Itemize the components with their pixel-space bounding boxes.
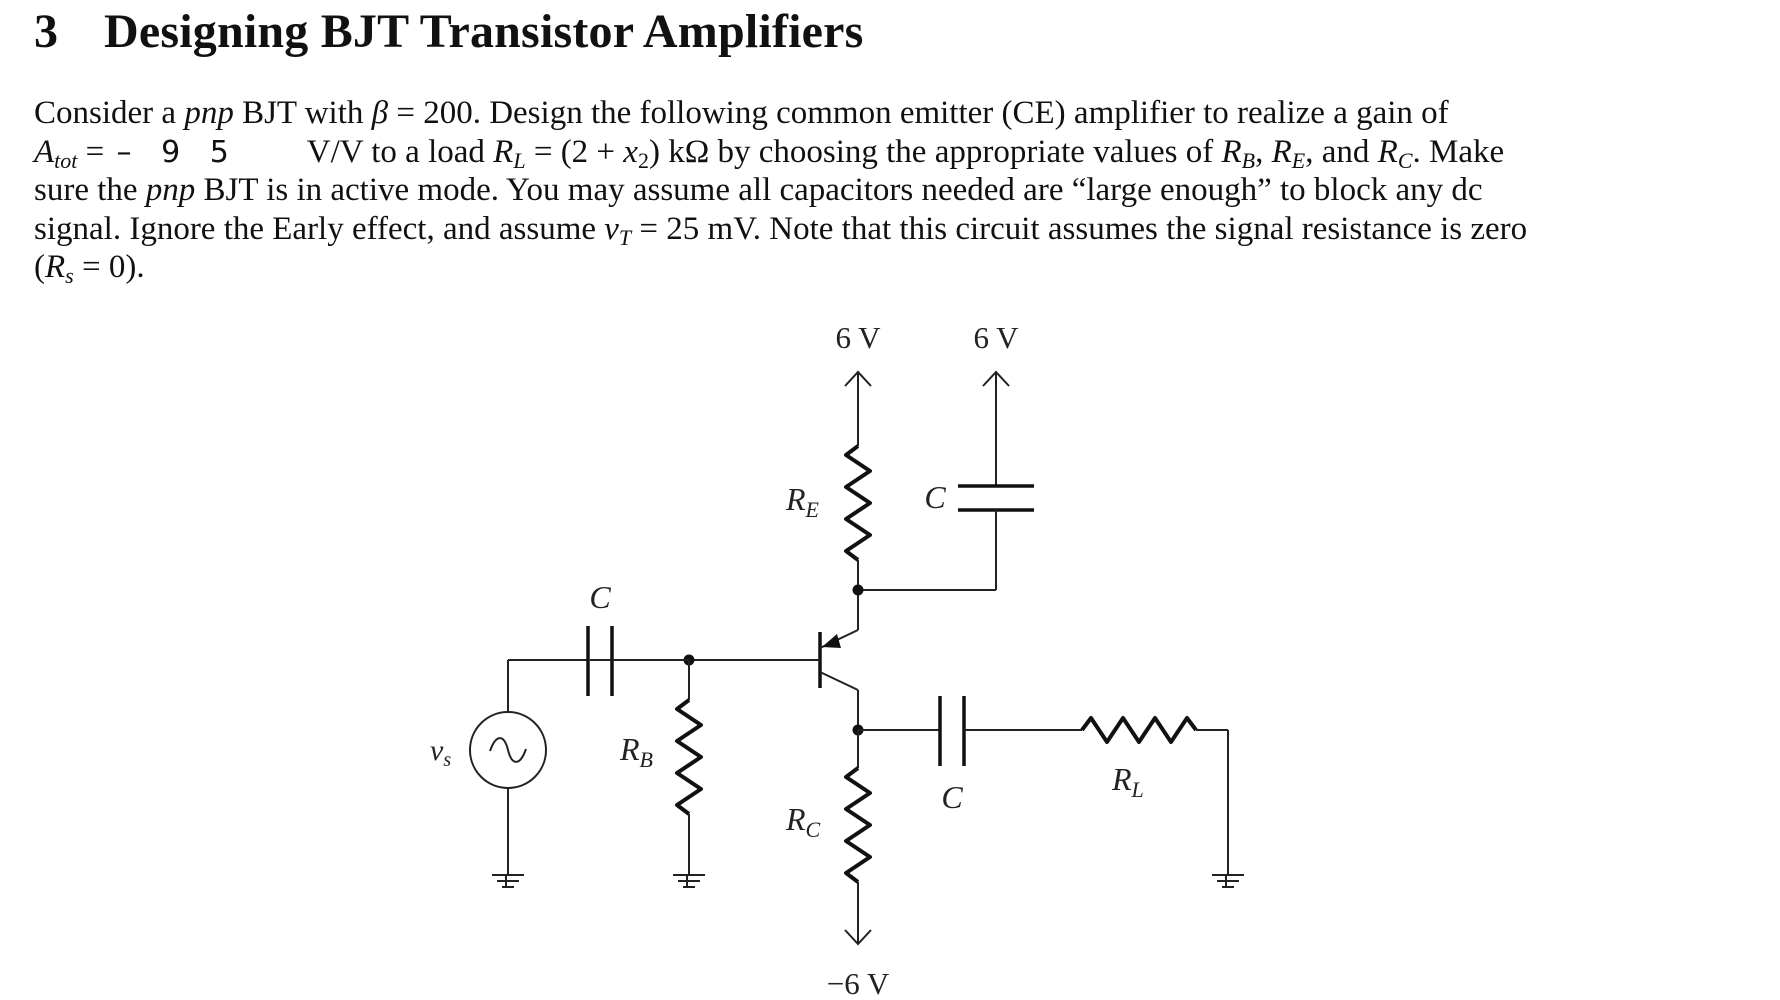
negative-supply-arrow xyxy=(844,929,872,946)
text: BJT is in active mode. You may assume al… xyxy=(195,172,1483,208)
input-capacitor-label: C xyxy=(589,579,611,615)
text: , and xyxy=(1305,133,1378,170)
text: = 25 mV. Note that this circuit assumes … xyxy=(631,210,1528,247)
emitter-supply-label: 6 V xyxy=(835,320,881,355)
transistor-collector-lead xyxy=(819,671,859,691)
re-subscript: E xyxy=(1291,147,1306,173)
problem-line-3: sure the pnp BJT is in active mode. You … xyxy=(34,171,1754,210)
pnp-term: pnp xyxy=(145,172,196,208)
section-heading: 3 Designing BJT Transistor Amplifiers xyxy=(34,4,864,59)
vs-label: vs xyxy=(430,734,451,771)
sine-wave-icon xyxy=(489,737,527,763)
section-title: Designing BJT Transistor Amplifiers xyxy=(104,5,864,58)
text: = xyxy=(77,133,113,170)
re-symbol: R xyxy=(1271,133,1292,170)
vt-symbol: v xyxy=(604,210,619,247)
text: . Make xyxy=(1412,133,1505,170)
x-symbol: x xyxy=(623,133,638,170)
text: = (2 + xyxy=(525,133,624,170)
ground-icon xyxy=(1212,874,1244,888)
cap-supply-label: 6 V xyxy=(973,320,1019,355)
text: ( xyxy=(34,249,45,285)
emitter-resistor-re xyxy=(844,444,872,562)
ground-icon xyxy=(492,874,524,888)
problem-statement: Consider a pnp BJT with β = 200. Design … xyxy=(34,94,1754,288)
rl-subscript: L xyxy=(513,147,526,173)
gain-subscript: tot xyxy=(54,147,78,173)
problem-line-1: Consider a pnp BJT with β = 200. Design … xyxy=(34,94,1754,133)
x-subscript: 2 xyxy=(637,147,649,173)
handwritten-gain-value: – 9 5 xyxy=(116,134,239,170)
text: V/V to a load xyxy=(306,133,494,170)
emitter-node-dot xyxy=(852,584,864,596)
pnp-term: pnp xyxy=(184,95,234,131)
gain-symbol: A xyxy=(34,133,55,170)
text: = 200. Design the following common emitt… xyxy=(388,95,1449,131)
text: , xyxy=(1255,133,1272,170)
ground-icon xyxy=(673,874,705,888)
rb-label: RB xyxy=(619,731,653,772)
rc-label: RC xyxy=(785,801,821,842)
rl-label: RL xyxy=(1111,761,1144,802)
vt-subscript: T xyxy=(618,224,632,250)
text: sure the xyxy=(34,172,146,208)
text: Consider a xyxy=(34,95,185,131)
bypass-capacitor-label: C xyxy=(924,479,946,515)
section-number: 3 xyxy=(34,5,59,58)
rc-symbol: R xyxy=(1377,133,1398,170)
re-label: RE xyxy=(785,481,820,522)
rb-subscript: B xyxy=(1241,147,1256,173)
rl-symbol: R xyxy=(493,133,514,170)
rs-subscript: s xyxy=(65,263,74,288)
problem-line-5: (Rs = 0). xyxy=(34,248,1754,288)
text: BJT with xyxy=(233,95,372,131)
rc-subscript: C xyxy=(1397,147,1413,173)
load-resistor-rl xyxy=(1080,716,1198,744)
output-capacitor-label: C xyxy=(941,779,963,815)
transistor-emitter-arrow xyxy=(822,634,841,648)
text: ) kΩ by choosing the appropriate values … xyxy=(648,133,1222,170)
rs-symbol: R xyxy=(45,249,66,285)
problem-line-4: signal. Ignore the Early effect, and ass… xyxy=(34,210,1754,250)
text: signal. Ignore the Early effect, and ass… xyxy=(34,210,605,247)
base-resistor-rb xyxy=(675,698,703,816)
text: = 0). xyxy=(73,249,145,285)
rb-symbol: R xyxy=(1221,133,1242,170)
beta-symbol: β xyxy=(371,95,389,131)
collector-resistor-rc xyxy=(844,766,872,884)
negative-supply-label: −6 V xyxy=(827,966,890,1000)
